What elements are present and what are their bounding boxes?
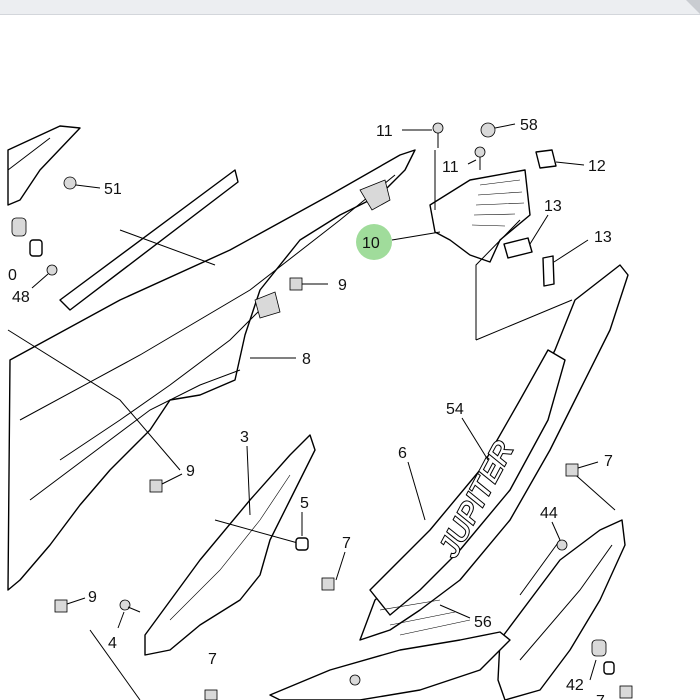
bolt-48 (46, 264, 58, 276)
bottom-center-panel (269, 631, 511, 700)
ref-line-4 (475, 219, 521, 340)
callout-4: 4 (108, 635, 117, 652)
leader-51 (75, 184, 101, 189)
center-cover-part-3 (144, 434, 316, 656)
clip-9c (54, 599, 68, 613)
collar-5 (295, 537, 309, 551)
ref-line-9 (519, 539, 561, 596)
sleeve-0 (29, 239, 43, 257)
side-cover-inner-line-2 (29, 369, 241, 501)
grommet-42 (591, 639, 607, 657)
callout-8: 8 (302, 351, 311, 368)
callout-44: 44 (540, 505, 558, 522)
ref-line-7 (214, 519, 306, 546)
ref-line-8 (569, 469, 616, 511)
leader-13b (553, 239, 589, 263)
side-cover-tab (254, 291, 281, 319)
callout-51: 51 (104, 181, 122, 198)
leader-12 (555, 161, 585, 166)
leader-10 (391, 231, 441, 241)
leader-56 (439, 604, 471, 619)
clip-7b (565, 463, 579, 477)
center-cover-inner (169, 474, 291, 621)
part-12-clip (535, 149, 557, 169)
leader-42 (589, 659, 597, 681)
callout-58: 58 (520, 117, 538, 134)
top-bar (0, 0, 700, 15)
grommet-0 (11, 217, 27, 237)
bolt-56 (349, 674, 361, 686)
clip-9a (289, 277, 303, 291)
callout-7a: 7 (342, 535, 351, 552)
callout-5: 5 (300, 495, 309, 512)
callout-11a: 11 (376, 123, 393, 140)
nut-44 (556, 539, 568, 551)
lower-right-panel (497, 519, 626, 700)
callout-7d: 7 (596, 693, 605, 700)
leader-7a (335, 551, 346, 581)
clip-7a (321, 577, 335, 591)
callout-42: 42 (566, 677, 584, 694)
part-13-pad-b (542, 255, 555, 287)
clip-7c (204, 689, 218, 700)
callout-13a: 13 (544, 198, 562, 215)
callout-7c: 7 (208, 651, 217, 668)
callout-6: 6 (398, 445, 407, 462)
callout-12: 12 (588, 158, 606, 175)
lower-right-panel-edge (519, 544, 613, 661)
leader-44 (551, 521, 561, 541)
leader-58 (494, 123, 516, 129)
nut-51 (63, 176, 77, 190)
leader-11b (467, 159, 477, 165)
screw-11b (474, 146, 486, 170)
part-13-pad-a (503, 237, 533, 259)
side-cover-inner-line-1 (19, 174, 396, 421)
callout-11b: 11 (442, 159, 459, 176)
leader-54 (461, 417, 489, 461)
ref-line-5 (475, 299, 573, 341)
bracket-hatch-1 (471, 179, 525, 227)
rear-cover-hatch (379, 599, 471, 636)
left-cover-fragment (7, 125, 81, 206)
callout-9b: 9 (186, 463, 195, 480)
callout-10: 10 (362, 235, 380, 252)
callout-56: 56 (474, 614, 492, 631)
clip-9b (149, 479, 163, 493)
side-cover-bracket (359, 179, 391, 211)
ref-line-2 (119, 229, 216, 266)
clip-7d (619, 685, 633, 699)
side-cover-main (7, 149, 416, 591)
callout-3: 3 (240, 429, 249, 446)
rear-cover-decal-panel (369, 349, 566, 616)
left-fragment-edge (7, 137, 51, 171)
callout-7b: 7 (604, 453, 613, 470)
top-bar-corner (686, 0, 700, 14)
upper-strip (59, 169, 239, 311)
callout-48: 48 (12, 289, 30, 306)
grommet-58 (480, 122, 496, 138)
leader-9b (161, 473, 183, 485)
callout-9a: 9 (338, 277, 347, 294)
leader-9c (66, 597, 86, 605)
leader-3 (246, 445, 251, 516)
leader-13a (529, 214, 549, 245)
callout-13b: 13 (594, 229, 612, 246)
sleeve-42 (603, 661, 615, 675)
leader-48 (31, 273, 49, 289)
leader-4 (117, 611, 125, 629)
leader-6 (407, 461, 426, 521)
ref-line-1 (7, 329, 181, 471)
bolt-4 (119, 599, 141, 613)
leader-7b (577, 461, 599, 469)
callout-highlight-10 (356, 224, 392, 260)
screw-11a (432, 122, 444, 148)
side-cover-inner-line-3 (59, 299, 271, 461)
callout-0: 0 (8, 267, 17, 284)
callout-54: 54 (446, 401, 464, 418)
ref-line-6 (89, 629, 141, 700)
callout-9c: 9 (88, 589, 97, 606)
